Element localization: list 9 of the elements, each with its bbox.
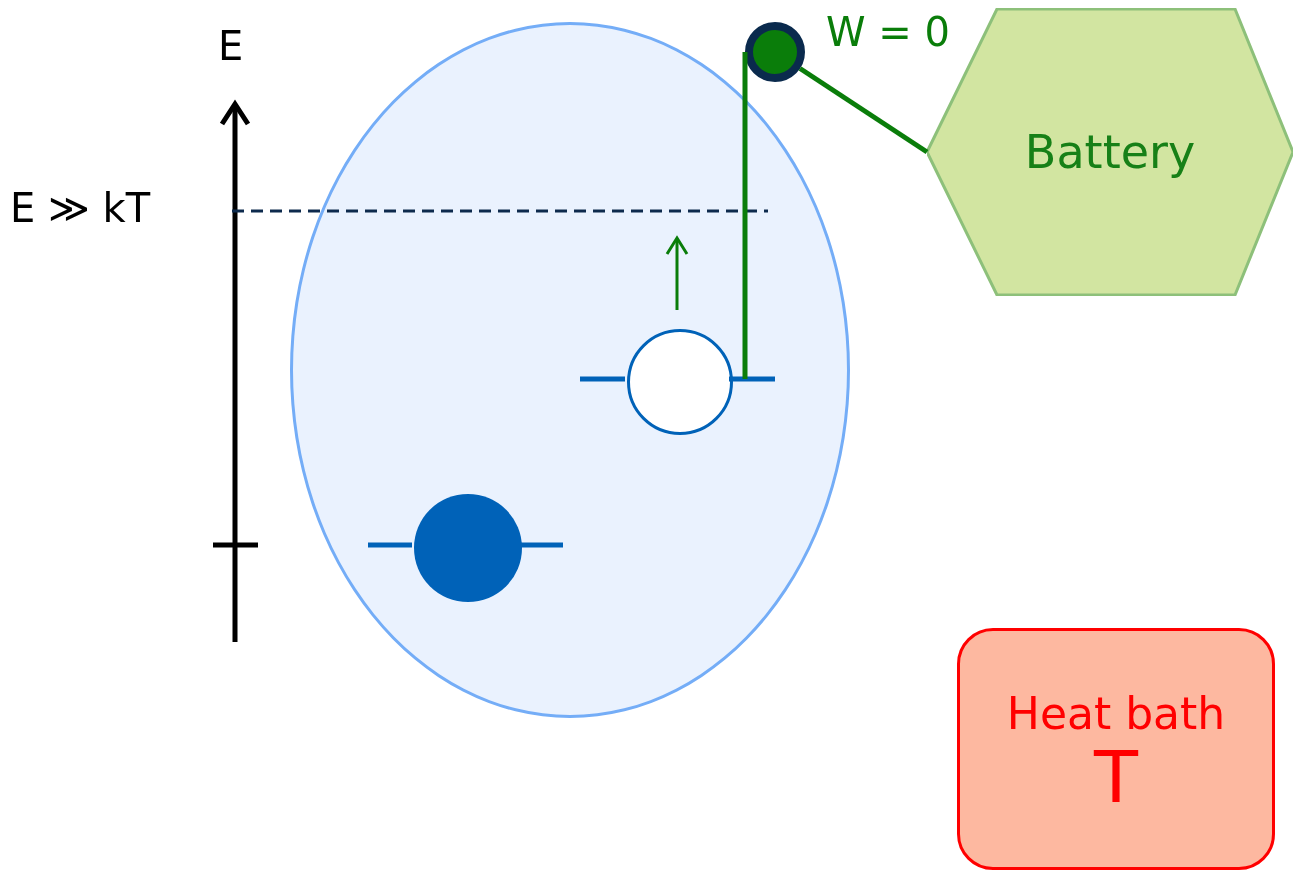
battery-hexagon xyxy=(927,8,1293,296)
energy-axis-label: E xyxy=(218,26,244,66)
heat-bath-title: Heat bath xyxy=(1006,686,1226,741)
work-label: W = 0 xyxy=(826,12,950,52)
rope-line xyxy=(798,66,929,155)
threshold-label: E ≫ kT xyxy=(10,188,151,228)
rope-line xyxy=(742,52,748,379)
temperature-symbol: T xyxy=(1094,740,1138,813)
heat-bath-box xyxy=(957,628,1275,870)
